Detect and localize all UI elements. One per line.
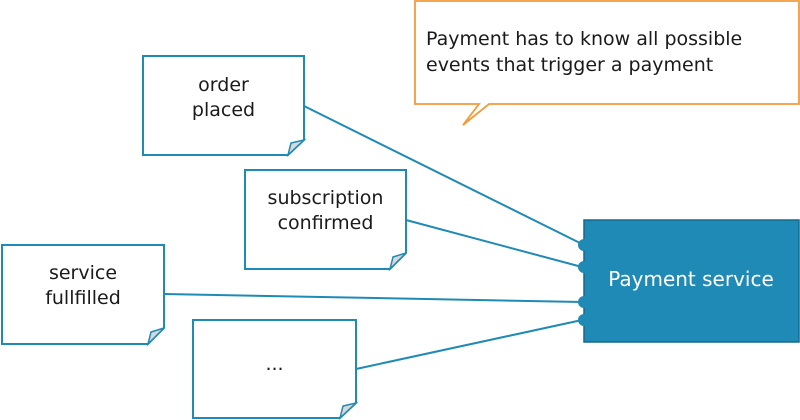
event-note-subscription-confirmed bbox=[244, 169, 407, 272]
event-label-line: placed bbox=[191, 99, 256, 121]
page-fold-icon bbox=[338, 401, 359, 420]
port-4 bbox=[578, 314, 590, 326]
page-fold-icon bbox=[388, 252, 407, 272]
callout-line-1: Payment has to know all possible bbox=[426, 28, 743, 50]
port-1 bbox=[578, 239, 590, 251]
event-label-subscription-confirmed: subscription confirmed bbox=[245, 186, 406, 236]
event-label-line: ... bbox=[265, 353, 284, 375]
callout-line-2: events that trigger a payment bbox=[426, 54, 714, 76]
event-note-order-placed bbox=[142, 55, 307, 158]
page-fold-icon bbox=[286, 138, 307, 158]
port-2 bbox=[578, 261, 590, 273]
callout-text: Payment has to know all possible events … bbox=[426, 26, 786, 78]
event-note-service-fullfilled bbox=[1, 244, 165, 347]
event-label-line: fullfilled bbox=[45, 287, 121, 309]
payment-service-box bbox=[583, 219, 800, 343]
event-label-ellipsis: ... bbox=[193, 352, 356, 377]
event-label-line: confirmed bbox=[277, 212, 374, 234]
connector-ellipsis bbox=[355, 319, 583, 370]
page-fold-icon bbox=[146, 327, 165, 347]
connector-service-fullfilled bbox=[163, 293, 583, 303]
event-label-line: subscription bbox=[267, 187, 384, 209]
event-label-order-placed: order placed bbox=[143, 73, 304, 123]
port-3 bbox=[578, 296, 590, 308]
connector-order-placed bbox=[303, 105, 583, 245]
event-label-line: service bbox=[48, 262, 118, 284]
callout-bubble bbox=[414, 0, 800, 126]
event-label-service-fullfilled: service fullfilled bbox=[2, 261, 164, 311]
event-label-line: order bbox=[198, 74, 249, 96]
event-note-ellipsis bbox=[192, 319, 359, 420]
payment-service-label: Payment service bbox=[608, 267, 774, 291]
connector-subscription-confirmed bbox=[405, 219, 583, 268]
